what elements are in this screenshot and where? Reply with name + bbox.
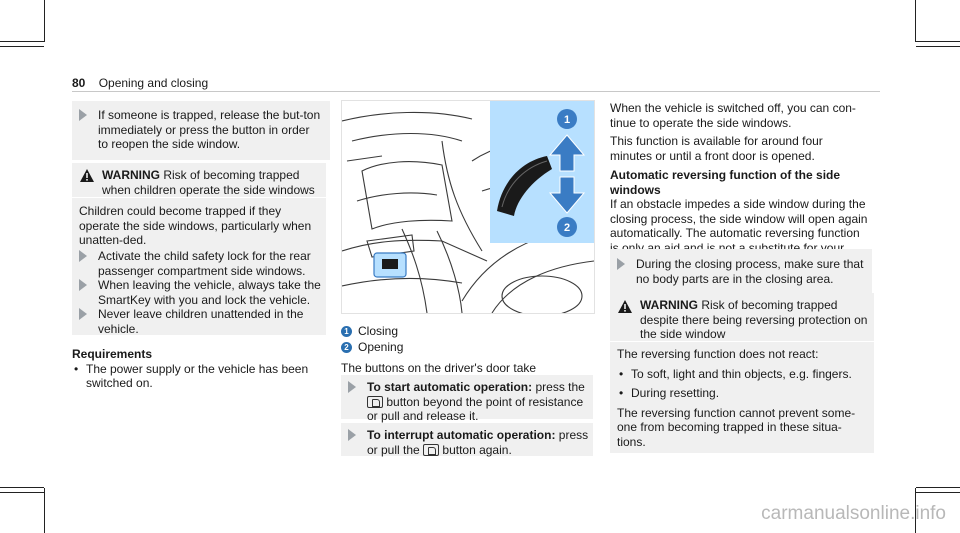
requirements-section: Requirements The power supply or the veh… <box>72 347 322 391</box>
step-title: To interrupt automatic operation: <box>367 428 556 442</box>
window-button-icon <box>423 443 440 456</box>
svg-text:2: 2 <box>564 222 570 234</box>
warning-intro: The reversing function does not react: <box>617 347 819 361</box>
warning-box-children: WARNING Risk of becoming trapped when ch… <box>72 163 326 336</box>
availability-text: This function is available for around fo… <box>610 134 823 163</box>
warning-heading: WARNING Risk of becoming trapped when ch… <box>102 168 322 197</box>
window-button-icon <box>367 395 383 408</box>
warning-action-2: When leaving the vehicle, always take th… <box>72 278 324 307</box>
action-arrow-icon <box>348 381 356 393</box>
warning-label: WARNING <box>640 298 698 312</box>
interrupt-automatic-box: To interrupt automatic operation: press … <box>341 423 593 457</box>
svg-text:1: 1 <box>564 114 570 126</box>
action-step: During the closing process, make sure th… <box>610 249 866 286</box>
warning-action-1: Activate the child safety lock for the r… <box>72 249 324 278</box>
intro-action-box: If someone is trapped, release the but-t… <box>72 101 330 160</box>
action-step: To interrupt automatic operation: press … <box>341 423 589 457</box>
legend-number-1: 1 <box>341 326 352 337</box>
header-divider <box>72 91 880 92</box>
step-title: To start automatic operation: <box>367 380 533 394</box>
action-arrow-icon <box>79 250 87 262</box>
warning-body: Children could become trapped if they op… <box>79 204 312 247</box>
legend-number-2: 2 <box>341 341 352 353</box>
right-text: When the vehicle is switched off, you ca… <box>610 101 868 270</box>
interior-line-drawing: 1 2 <box>342 101 594 313</box>
warning-label: WARNING <box>102 168 160 182</box>
requirements-heading: Requirements <box>72 347 153 361</box>
action-arrow-icon <box>79 279 87 291</box>
door-illustration: 1 2 <box>341 100 595 314</box>
warning-title: Risk of becoming trapped when children o… <box>102 168 315 197</box>
warning-triangle-icon <box>80 169 94 182</box>
closing-area-box: During the closing process, make sure th… <box>610 249 872 293</box>
warning-bullet: To soft, light and thin objects, e.g. fi… <box>617 367 867 382</box>
warning-bullet: During resetting. <box>617 386 867 401</box>
action-step: If someone is trapped, release the but-t… <box>72 108 322 152</box>
warning-box-reversing: WARNING Risk of becoming trapped despite… <box>610 293 874 453</box>
switched-off-text: When the vehicle is switched off, you ca… <box>610 101 856 130</box>
action-arrow-icon <box>617 258 625 270</box>
page-number: 80 <box>72 76 86 90</box>
watermark: carmanualsonline.info <box>761 503 946 524</box>
start-automatic-box: To start automatic operation: press the … <box>341 375 593 423</box>
action-arrow-icon <box>79 308 87 320</box>
action-arrow-icon <box>348 429 356 441</box>
requirement-item: The power supply or the vehicle has been… <box>72 362 316 391</box>
warning-outro: The reversing function cannot prevent so… <box>617 405 856 449</box>
action-step: To start automatic operation: press the … <box>341 375 589 424</box>
section-title: Opening and closing <box>98 76 209 90</box>
warning-title: Risk of becoming trapped despite there b… <box>640 298 868 341</box>
reversing-heading: Automatic reversing function of the side… <box>610 168 841 197</box>
page-header: 80 Opening and closing <box>72 76 208 90</box>
action-text: If someone is trapped, release the but-t… <box>98 108 321 151</box>
warning-action-3: Never leave children unattended in the v… <box>72 307 324 336</box>
warning-heading: WARNING Risk of becoming trapped despite… <box>640 298 868 342</box>
action-arrow-icon <box>79 109 87 121</box>
warning-triangle-icon <box>618 300 632 313</box>
